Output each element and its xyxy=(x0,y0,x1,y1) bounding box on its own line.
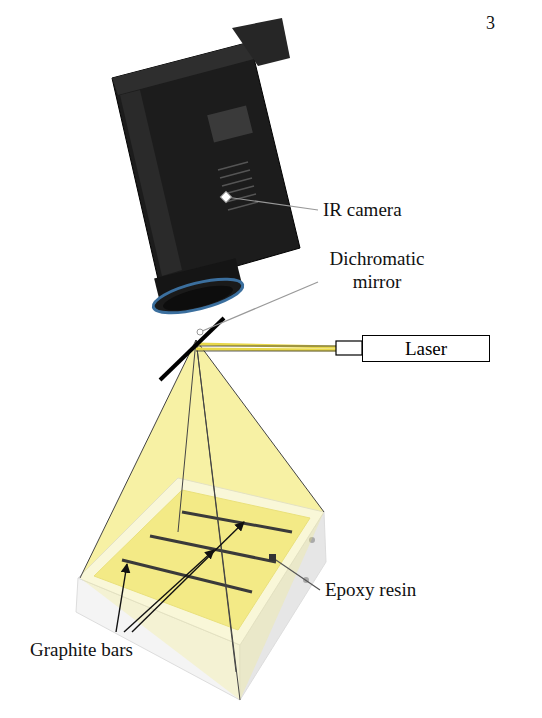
graphite-bars xyxy=(122,512,292,592)
part-label: IR camera xyxy=(323,198,402,221)
part-label: Graphite bars xyxy=(30,638,133,661)
node-text: Laser xyxy=(405,338,447,360)
leader-dot xyxy=(269,554,276,561)
leader-lines xyxy=(200,197,320,590)
part-label: Dichromatic mirror xyxy=(312,247,442,293)
ir-camera-illustration xyxy=(112,18,300,320)
laser-beam xyxy=(196,344,336,351)
leader-dot xyxy=(220,191,231,202)
page-number: 3 xyxy=(486,12,495,35)
laser-nozzle xyxy=(336,341,362,355)
graphite-arrows xyxy=(116,522,244,632)
dichromatic-mirror xyxy=(160,318,224,380)
laser-box: Laser xyxy=(362,335,490,362)
part-label: Epoxy resin xyxy=(325,578,416,601)
leader-dot xyxy=(197,329,203,335)
